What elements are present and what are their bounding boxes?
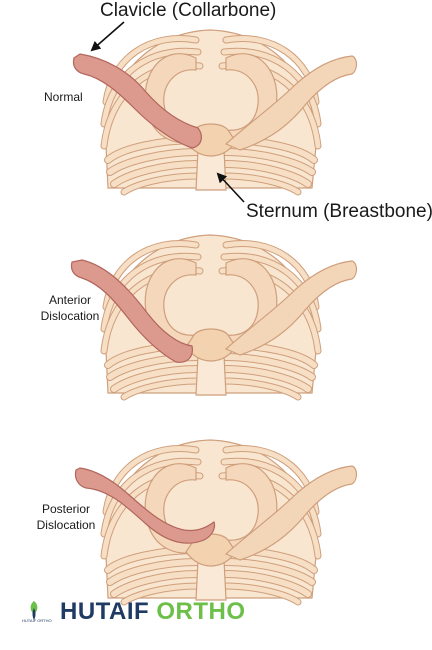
posterior-left-clavicle [74,467,216,544]
anterior-ribcage [70,235,358,397]
clavicle-pointer-arrow [90,21,125,52]
brand-part2: ORTHO [156,598,246,625]
posterior-label: Posterior Dislocation [28,501,104,533]
posterior-label-line1: Posterior [41,502,91,516]
brand-logo-icon [30,601,38,620]
posterior-ribcage [74,440,358,602]
sternum-label: Sternum (Breastbone) [246,201,432,222]
posterior-label-line2: Dislocation [36,518,96,532]
sternum-pointer-arrow [216,172,245,203]
brand-wordmark: HUTAIF ORTHO [60,598,246,626]
anterior-left-clavicle [70,259,193,363]
clavicle-label: Clavicle (Collarbone) [100,0,277,21]
normal-label: Normal [44,90,83,104]
anterior-label: Anterior Dislocation [32,292,108,324]
anterior-label-line1: Anterior [48,293,92,307]
normal-ribcage [72,30,358,192]
anterior-label-line2: Dislocation [40,309,100,323]
brand-logo-text: HUTAIF ORTHO [22,618,52,623]
normal-left-clavicle [72,53,202,149]
brand-part1: HUTAIF [60,598,150,625]
